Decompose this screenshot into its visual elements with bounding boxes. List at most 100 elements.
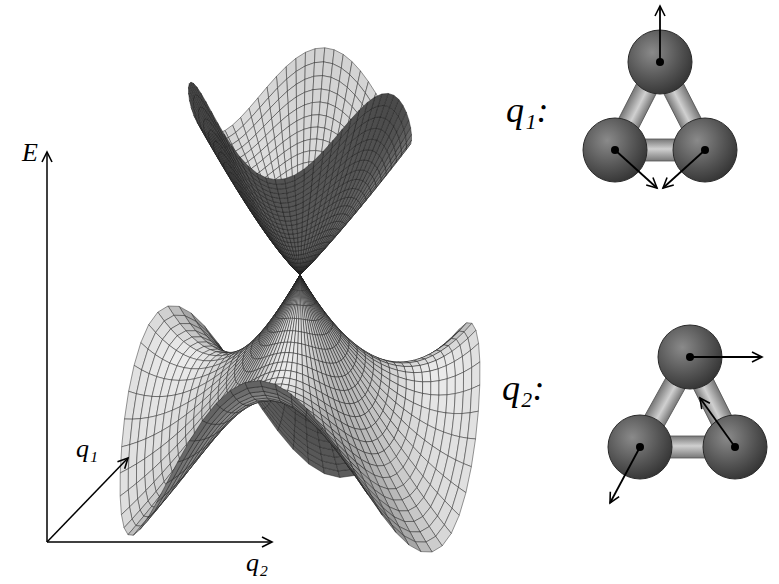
energy-surface bbox=[120, 48, 480, 552]
mesh-cell bbox=[339, 449, 353, 468]
mesh-cell bbox=[454, 392, 463, 414]
mesh-cell bbox=[292, 275, 300, 290]
mesh-cell bbox=[148, 497, 163, 519]
mesh-cell bbox=[157, 479, 173, 502]
mesh-cell bbox=[414, 372, 423, 381]
mesh-cell bbox=[431, 381, 439, 395]
mesh-cell bbox=[351, 470, 368, 495]
mesh-cell bbox=[296, 275, 300, 290]
mesh-cell bbox=[302, 291, 305, 306]
mesh-cell bbox=[447, 376, 455, 395]
mesh-cell bbox=[446, 394, 455, 414]
mesh-cell bbox=[294, 331, 298, 343]
mesh-cell bbox=[430, 395, 439, 412]
mesh-cell bbox=[430, 369, 439, 382]
mesh-cell bbox=[423, 382, 431, 395]
mesh-cell bbox=[299, 291, 300, 306]
mesh-cell bbox=[276, 384, 292, 398]
mesh-cell bbox=[300, 275, 305, 291]
mesh-cell bbox=[455, 372, 463, 393]
mesh-cell bbox=[293, 275, 300, 290]
mesh-cell bbox=[468, 411, 479, 439]
mesh-cell bbox=[304, 127, 311, 141]
mesh-cell bbox=[298, 343, 302, 355]
mesh-cell bbox=[301, 332, 305, 345]
mesh-cell bbox=[293, 343, 298, 354]
mesh-cell bbox=[303, 139, 310, 152]
mesh-cell bbox=[324, 48, 335, 64]
mesh-cell bbox=[307, 409, 323, 430]
mesh-cell bbox=[336, 449, 353, 472]
mesh-cell bbox=[216, 390, 233, 407]
mesh-cell bbox=[371, 495, 387, 516]
mesh-cell bbox=[404, 536, 421, 552]
mesh-cell bbox=[300, 275, 302, 291]
mesh-cell bbox=[353, 468, 368, 488]
mesh-cell bbox=[312, 89, 321, 103]
mesh-cell bbox=[300, 275, 305, 290]
upper-sheet bbox=[188, 48, 411, 275]
mesh-cell bbox=[301, 291, 303, 306]
mesh-cell bbox=[296, 275, 300, 290]
mesh-cell bbox=[379, 509, 396, 532]
mesh-cell bbox=[300, 275, 306, 290]
mesh-cell bbox=[299, 275, 300, 291]
mesh-cell bbox=[295, 275, 300, 290]
mesh-cell bbox=[463, 368, 471, 392]
mesh-cell bbox=[297, 275, 300, 290]
mesh-cell bbox=[299, 275, 301, 291]
mesh-cell bbox=[300, 275, 307, 290]
mesh-cell bbox=[297, 275, 300, 290]
mesh-cell bbox=[303, 151, 309, 163]
mesh-cell bbox=[292, 275, 300, 290]
mesh-cell bbox=[298, 275, 300, 291]
mesh-cell bbox=[178, 441, 195, 462]
mesh-cell bbox=[292, 353, 297, 364]
mesh-cell bbox=[311, 115, 319, 128]
mesh-cell bbox=[439, 379, 447, 395]
mesh-cell bbox=[300, 275, 301, 291]
mesh-cell bbox=[294, 275, 300, 290]
mesh-cell bbox=[392, 525, 409, 545]
mesh-cell bbox=[299, 305, 301, 319]
mesh-cell bbox=[302, 344, 307, 356]
mesh-cell bbox=[300, 275, 307, 290]
mesh-cell bbox=[438, 366, 447, 381]
mesh-cell bbox=[300, 275, 308, 290]
mesh-cell bbox=[291, 363, 297, 373]
mesh-cell bbox=[322, 427, 339, 449]
mesh-cell bbox=[312, 102, 321, 115]
mesh-cell bbox=[298, 331, 302, 343]
mesh-cell bbox=[190, 421, 207, 441]
mesh-cell bbox=[293, 275, 300, 290]
lower-sheet bbox=[120, 275, 480, 552]
mesh-cell bbox=[300, 275, 303, 291]
mesh-cell bbox=[470, 385, 480, 413]
mesh-cell bbox=[300, 275, 306, 290]
mesh-cell bbox=[314, 62, 324, 76]
mesh-cell bbox=[472, 362, 480, 389]
mesh-cell bbox=[293, 275, 300, 290]
mesh-cell bbox=[260, 380, 277, 389]
mesh-cell bbox=[296, 290, 299, 305]
mesh-cell bbox=[295, 290, 298, 305]
mesh-cell bbox=[422, 371, 431, 382]
mesh-cell bbox=[202, 403, 219, 422]
mesh-cell bbox=[300, 275, 304, 291]
mesh-cell bbox=[300, 275, 304, 291]
mesh-cell bbox=[282, 378, 290, 385]
mesh-cell bbox=[387, 516, 404, 535]
mesh-cell bbox=[304, 115, 312, 129]
mesh-cell bbox=[464, 438, 476, 466]
mesh-cell bbox=[245, 380, 262, 388]
mesh-cell bbox=[306, 412, 321, 430]
mesh-cell bbox=[458, 464, 471, 493]
mesh-cell bbox=[167, 460, 184, 483]
mesh-cell bbox=[140, 511, 155, 529]
mesh-cell bbox=[230, 383, 247, 396]
mesh-cell bbox=[294, 275, 300, 290]
mesh-cell bbox=[313, 76, 322, 90]
mesh-cell bbox=[298, 319, 301, 332]
